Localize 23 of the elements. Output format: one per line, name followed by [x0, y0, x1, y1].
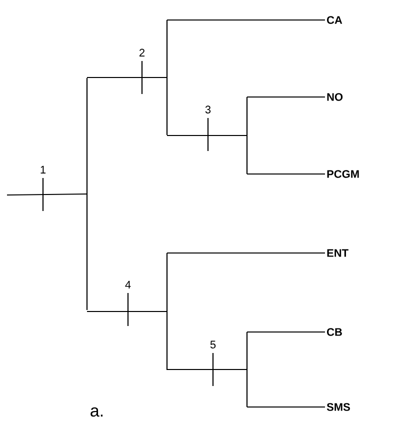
branch-line	[247, 96, 325, 98]
character-number: 1	[40, 166, 46, 174]
panel-label: a.	[90, 407, 103, 417]
taxon-label: PCGM	[327, 170, 359, 178]
taxon-label: CB	[327, 328, 342, 336]
branch-line	[167, 252, 325, 254]
branch-line	[167, 368, 247, 370]
character-number: 3	[205, 106, 211, 114]
branch-line	[167, 19, 325, 21]
branch-line	[247, 173, 325, 175]
branch-line	[7, 193, 87, 196]
taxon-label: CA	[327, 16, 342, 24]
taxon-label: NO	[327, 93, 343, 101]
branch-line	[247, 331, 325, 333]
character-number: 5	[210, 340, 216, 348]
taxon-label: SMS	[326, 403, 350, 411]
branch-line	[87, 310, 167, 312]
character-number: 2	[139, 48, 144, 56]
character-number: 4	[125, 280, 131, 288]
taxon-label: ENT	[327, 249, 348, 257]
branch-line	[87, 76, 167, 78]
branch-line	[247, 406, 325, 408]
branch-line	[167, 134, 247, 136]
